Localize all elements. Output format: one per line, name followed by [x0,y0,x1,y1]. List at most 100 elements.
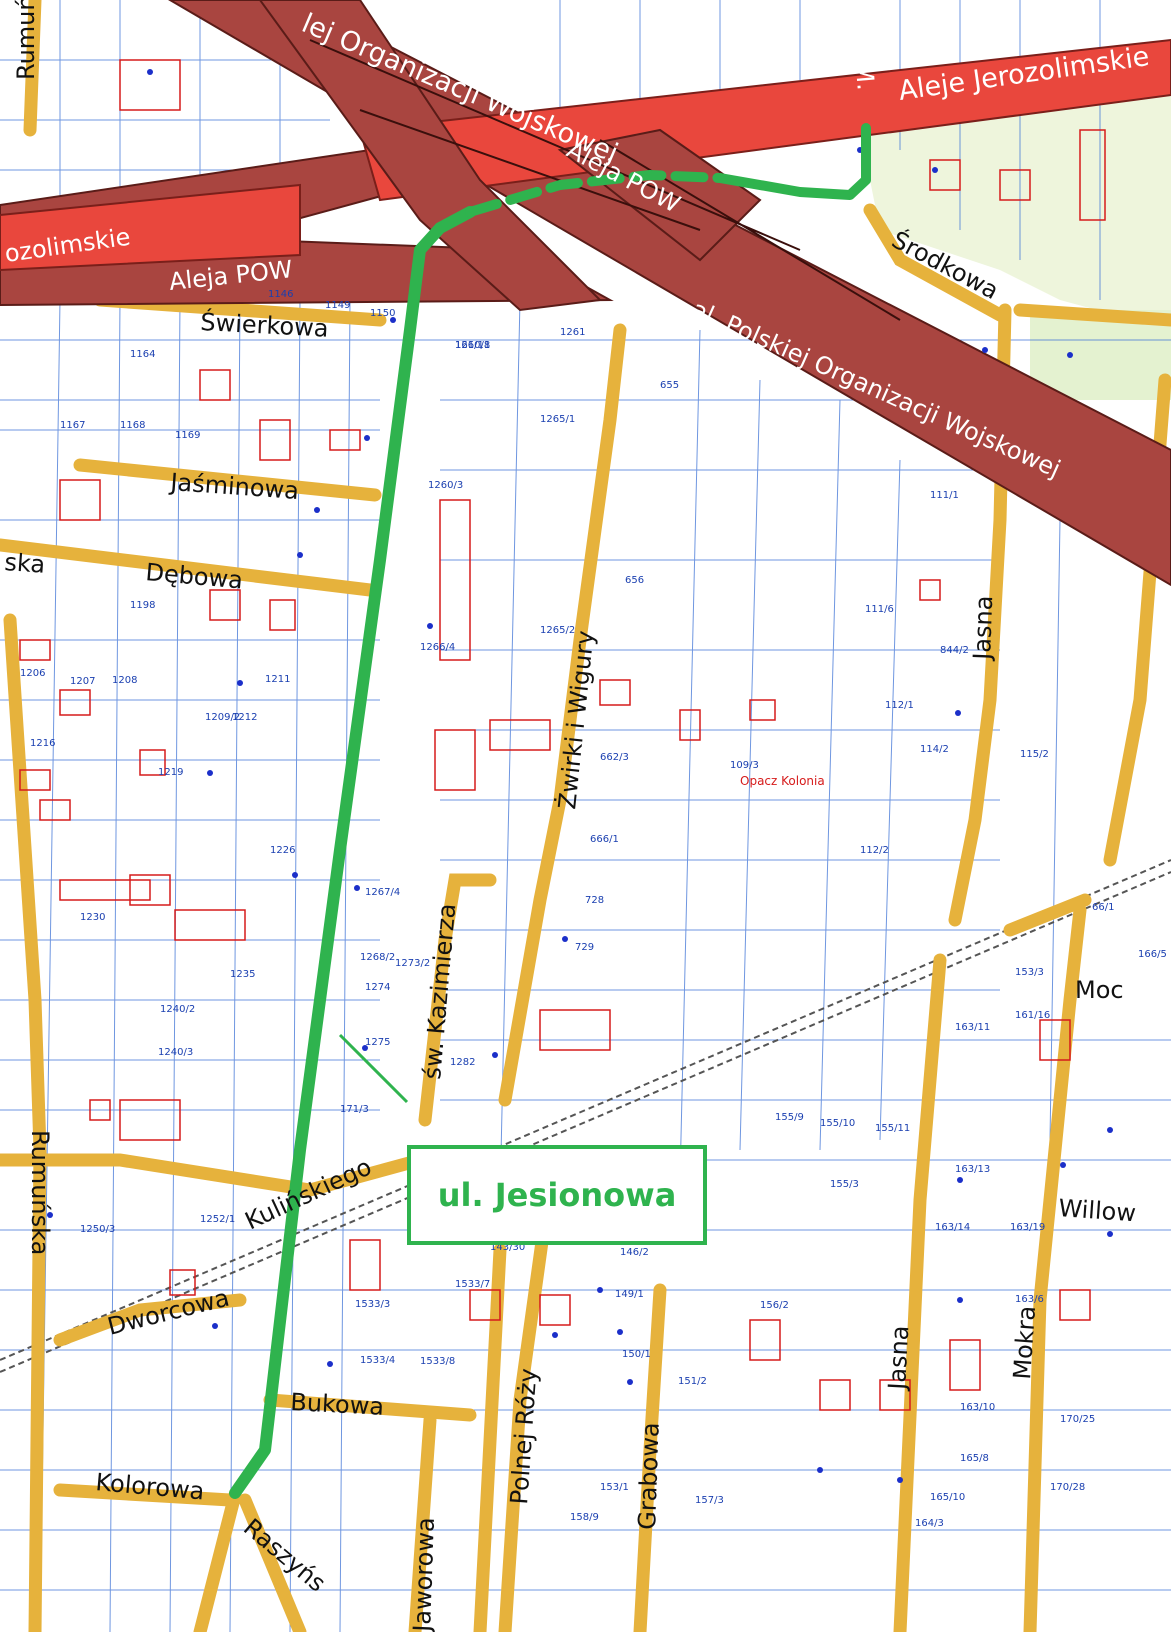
parcel-number: 170/28 [1050,1482,1085,1493]
parcel-number: 655 [660,380,679,391]
parcel-number: 662/3 [600,752,629,763]
parcel-number: 161/18 [455,340,490,351]
parcel-number: 1274 [365,982,390,993]
parcel-number: 1167 [60,420,85,431]
label-grabowa: Grabowa [633,1422,665,1530]
parcel-number: 1198 [130,600,155,611]
park-area [860,60,1171,330]
parcel-number: 163/14 [935,1222,970,1233]
parcel-number: 656 [625,575,644,586]
parcel-number: 156/2 [760,1300,789,1311]
parcel-number: 1250/3 [80,1224,115,1235]
parcel-number: 1169 [175,430,200,441]
parcel-number: 163/10 [960,1402,995,1413]
parcel-number: 1207 [70,676,95,687]
parcel-number: 1265/1 [540,414,575,425]
parcel-number: 171/3 [340,1104,369,1115]
parcel-number: 728 [585,895,604,906]
parcel-number: 1533/3 [355,1299,390,1310]
park-area [1030,310,1171,400]
label-district: Opacz Kolonia [740,774,825,788]
parcel-number: 112/1 [885,700,914,711]
parcel-number: 1260/1 [455,340,490,351]
parcel-number: 155/11 [875,1123,910,1134]
parcel-number: 163/11 [955,1022,990,1033]
parcel-number: 1208 [112,675,137,686]
parcel-number: 150/1 [622,1349,651,1360]
parcel-number: 143/30 [490,1242,525,1253]
parcel-number: 165/8 [960,1453,989,1464]
main-roads [0,0,1171,587]
label-rumunska-bottom: Rumuńska [26,1130,54,1255]
parcel-number: 1150 [370,308,395,319]
parcel-number: 1275 [365,1037,390,1048]
parcel-number: 149/1 [615,1289,644,1300]
parcel-number: 146/2 [620,1247,649,1258]
parcel-number: 166/5 [1138,949,1167,960]
parcel-number: 1219 [158,767,183,778]
parcel-number: 115/2 [1020,749,1049,760]
parcel-number: 158/9 [570,1512,599,1523]
label-rumunska-top: Rumuńska [12,0,40,80]
parcel-number: 66/1 [1092,902,1114,913]
parcel-number: 155/10 [820,1118,855,1129]
parcel-number: 155/9 [775,1112,804,1123]
parcel-number: 666/1 [590,834,619,845]
parcel-number: 1216 [30,738,55,749]
parcel-number: 161/16 [1015,1010,1050,1021]
parcel-number: 1212 [232,712,257,723]
parcel-number: 844/2 [940,645,969,656]
parcel-number: 1149 [325,300,350,311]
label-jasna-top: Jasna [968,595,998,662]
parcel-number: 1266/4 [420,642,455,653]
parcel-number: 1260/3 [428,480,463,491]
parcel-number: 163/13 [955,1164,990,1175]
parcel-number: 1226 [270,845,295,856]
parcel-numbers: 1260/1 1261 655 1265/1 1260/3 656 1265/2 1266/4… [20,289,1167,1529]
parcel-number: 164/3 [915,1518,944,1529]
parcel-number: 112/2 [860,845,889,856]
parcel-number: 1533/8 [420,1356,455,1367]
parcel-number: 155/3 [830,1179,859,1190]
parcel-number: 111/6 [865,604,894,615]
parcel-number: 109/3 [730,760,759,771]
label-willow: Willow [1058,1194,1137,1227]
parcel-number: 1533/7 [455,1279,490,1290]
parcel-number: 165/10 [930,1492,965,1503]
parcel-number: 729 [575,942,594,953]
parcel-number: 163/6 [1015,1294,1044,1305]
parcel-number: 153/1 [600,1482,629,1493]
parcel-number: 1209/2 [205,712,240,723]
parcel-number: 1211 [265,674,290,685]
parcel-number: 1252/1 [200,1214,235,1225]
label-ska: ska [4,548,47,579]
callout-label: ul. Jesionowa [437,1176,677,1214]
parcel-number: 1240/2 [160,1004,195,1015]
label-moc: Moc [1075,976,1124,1004]
parcel-number: 153/3 [1015,967,1044,978]
jesionowa-callout: ul. Jesionowa [407,1145,707,1245]
parcel-number: 1261 [560,327,585,338]
jesionowa-route [229,123,871,1499]
parcel-number: 151/2 [678,1376,707,1387]
callout-leader [338,1033,409,1104]
parcel-number: 163/19 [1010,1222,1045,1233]
parcel-number: 114/2 [920,744,949,755]
label-bukowa: Bukowa [290,1388,385,1421]
parcel-number: 1240/3 [158,1047,193,1058]
parcel-number: 1206 [20,668,45,679]
parcel-number: 1146 [268,289,293,300]
parcel-number: 111/1 [930,490,959,501]
parcel-number: 1267/4 [365,887,400,898]
parcel-number: 1230 [80,912,105,923]
parcel-number: 1265/2 [540,625,575,636]
label-mokra: Mokra [1008,1305,1041,1381]
parcel-number: 1273/2 [395,958,430,969]
parcel-number: 1268/2 [360,952,395,963]
parcel-number: 1164 [130,349,155,360]
address-points [47,69,1113,1483]
parcel-number: 1282 [450,1057,475,1068]
label-jaworowa: Jaworowa [408,1517,440,1632]
